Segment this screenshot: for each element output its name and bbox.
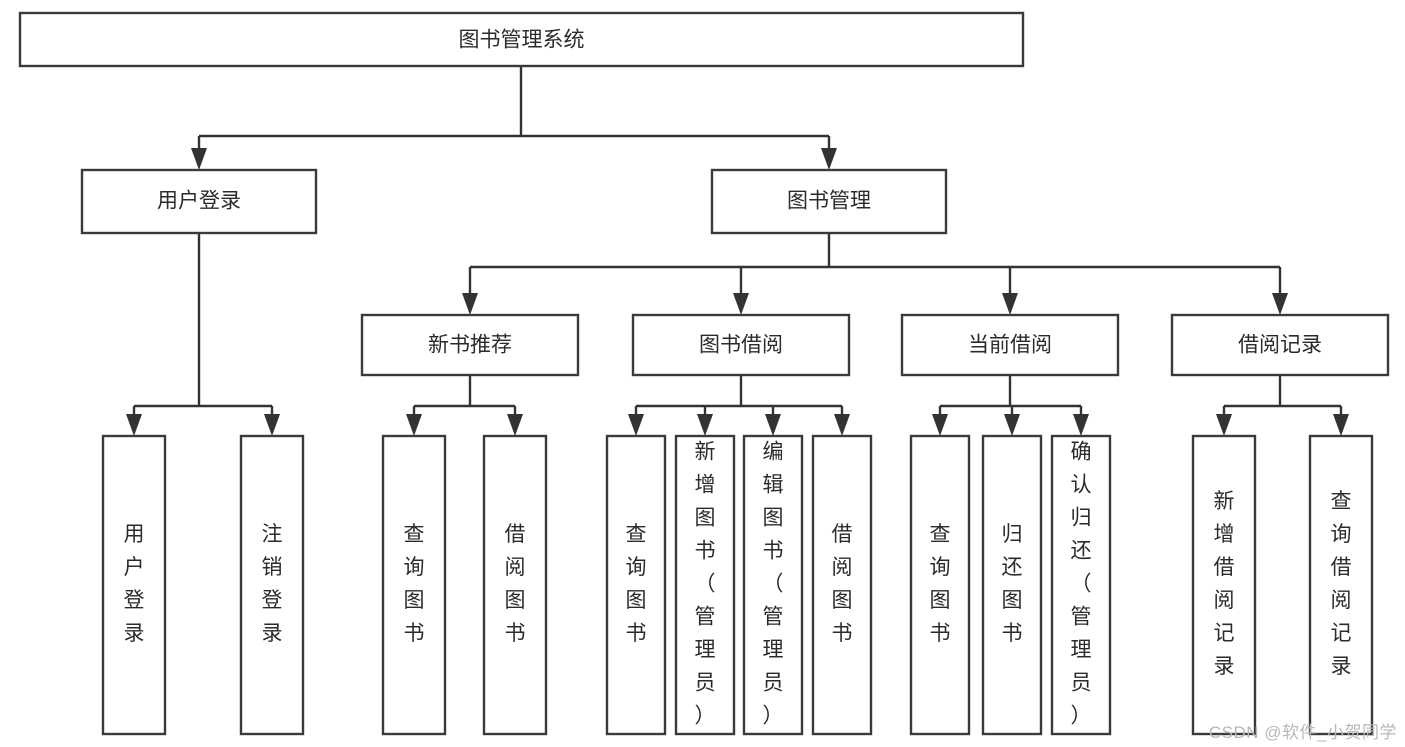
leaf-nb-query-label: 查询图书 bbox=[404, 523, 425, 645]
arrow-head-leaf-nb-query bbox=[406, 414, 422, 436]
arrow-head-leaf-bb-query bbox=[628, 414, 644, 436]
leaf-bb-add-label: 新增图书（管理员） bbox=[695, 441, 716, 728]
leaf-node-nb-borrow-book[interactable]: 借阅图书 bbox=[482, 434, 548, 736]
node-root-label: 图书管理系统 bbox=[459, 29, 585, 52]
leaf-node-br-add-record[interactable]: 新增借阅记录 bbox=[1191, 434, 1257, 736]
leaf-bb-add-box bbox=[674, 434, 736, 736]
arrow-head-leaf-cb-return bbox=[1004, 414, 1020, 436]
arrow-head-leaf-user-login bbox=[126, 414, 142, 436]
leaf-cb-return-label: 归还图书 bbox=[1002, 523, 1023, 645]
arrow-head-leaf-bb-edit bbox=[765, 414, 781, 436]
leaf-bb-borrow-box bbox=[811, 434, 873, 736]
leaf-node-cb-confirm-return-admin[interactable]: 确认归还（管理员） bbox=[1050, 434, 1112, 736]
node-root-box bbox=[18, 11, 1025, 68]
node-user-login[interactable]: 用户登录 bbox=[80, 168, 318, 235]
node-book-borrow[interactable]: 图书借阅 bbox=[631, 313, 851, 377]
node-book-borrow-box bbox=[631, 313, 851, 377]
node-book-manage-label: 图书管理 bbox=[787, 190, 871, 213]
leaf-node-br-query-record[interactable]: 查询借阅记录 bbox=[1308, 434, 1374, 736]
node-root-system[interactable]: 图书管理系统 bbox=[18, 11, 1025, 68]
node-book-borrow-label: 图书借阅 bbox=[699, 334, 783, 357]
arrow-head-borrow-record bbox=[1272, 293, 1288, 315]
leaf-node-logout[interactable]: 注销登录 bbox=[239, 434, 305, 736]
leaf-br-query-label: 查询借阅记录 bbox=[1331, 490, 1352, 678]
leaf-node-bb-add-book-admin[interactable]: 新增图书（管理员） bbox=[674, 434, 736, 736]
node-current-borrow-box bbox=[900, 313, 1120, 377]
arrow-head-leaf-br-query bbox=[1333, 414, 1349, 436]
arrow-head-leaf-bb-add bbox=[697, 414, 713, 436]
arrow-head-leaf-bb-borrow bbox=[834, 414, 850, 436]
leaf-node-cb-return-book[interactable]: 归还图书 bbox=[981, 434, 1043, 736]
leaf-node-user-login[interactable]: 用户登录 bbox=[101, 434, 167, 736]
leaf-node-nb-query-book[interactable]: 查询图书 bbox=[381, 434, 447, 736]
leaf-node-cb-query-book[interactable]: 查询图书 bbox=[909, 434, 971, 736]
leaf-cb-query-label: 查询图书 bbox=[930, 523, 951, 645]
arrow-head-leaf-br-add bbox=[1216, 414, 1232, 436]
arrow-head-leaf-cb-query bbox=[932, 414, 948, 436]
leaf-nb-borrow-box bbox=[482, 434, 548, 736]
arrow-head-leaf-logout bbox=[264, 414, 280, 436]
leaf-bb-query-label: 查询图书 bbox=[626, 523, 647, 645]
node-current-borrow-label: 当前借阅 bbox=[968, 334, 1052, 357]
leaf-cb-query-box bbox=[909, 434, 971, 736]
node-new-book-label: 新书推荐 bbox=[428, 334, 512, 357]
node-borrow-record-label: 借阅记录 bbox=[1238, 334, 1322, 357]
node-new-book-recommend[interactable]: 新书推荐 bbox=[360, 313, 580, 377]
node-book-manage[interactable]: 图书管理 bbox=[710, 168, 948, 235]
leaf-cb-confirm-label: 确认归还（管理员） bbox=[1071, 441, 1092, 728]
node-current-borrow[interactable]: 当前借阅 bbox=[900, 313, 1120, 377]
leaf-user-login-label: 用户登录 bbox=[124, 523, 145, 645]
arrow-head-book-borrow bbox=[733, 293, 749, 315]
node-user-login-label: 用户登录 bbox=[157, 190, 241, 213]
leaf-user-login-box bbox=[101, 434, 167, 736]
arrow-head-user-login bbox=[191, 148, 207, 170]
leaf-bb-edit-label: 编辑图书（管理员） bbox=[763, 441, 784, 728]
leaf-br-query-box bbox=[1308, 434, 1374, 736]
leaf-logout-box bbox=[239, 434, 305, 736]
leaf-cb-confirm-box bbox=[1050, 434, 1112, 736]
node-borrow-record[interactable]: 借阅记录 bbox=[1170, 313, 1390, 377]
arrow-head-current-borrow bbox=[1002, 293, 1018, 315]
leaf-node-bb-edit-book-admin[interactable]: 编辑图书（管理员） bbox=[742, 434, 804, 736]
leaf-node-bb-query-book[interactable]: 查询图书 bbox=[605, 434, 667, 736]
leaf-br-add-label: 新增借阅记录 bbox=[1214, 490, 1235, 678]
leaf-bb-query-box bbox=[605, 434, 667, 736]
node-book-manage-box bbox=[710, 168, 948, 235]
connector-layer bbox=[126, 66, 1349, 436]
arrow-head-book-manage bbox=[821, 148, 837, 170]
leaf-node-bb-borrow-book[interactable]: 借阅图书 bbox=[811, 434, 873, 736]
leaf-nb-borrow-label: 借阅图书 bbox=[505, 523, 526, 645]
node-new-book-box bbox=[360, 313, 580, 377]
leaf-br-add-box bbox=[1191, 434, 1257, 736]
arrow-head-leaf-nb-borrow bbox=[507, 414, 523, 436]
arrow-head-leaf-cb-confirm bbox=[1073, 414, 1089, 436]
leaf-bb-edit-box bbox=[742, 434, 804, 736]
leaf-bb-borrow-label: 借阅图书 bbox=[832, 523, 853, 645]
node-user-login-box bbox=[80, 168, 318, 235]
leaf-logout-label: 注销登录 bbox=[262, 523, 283, 645]
node-borrow-record-box bbox=[1170, 313, 1390, 377]
leaf-cb-return-box bbox=[981, 434, 1043, 736]
arrow-head-new-book bbox=[462, 293, 478, 315]
leaf-nb-query-box bbox=[381, 434, 447, 736]
